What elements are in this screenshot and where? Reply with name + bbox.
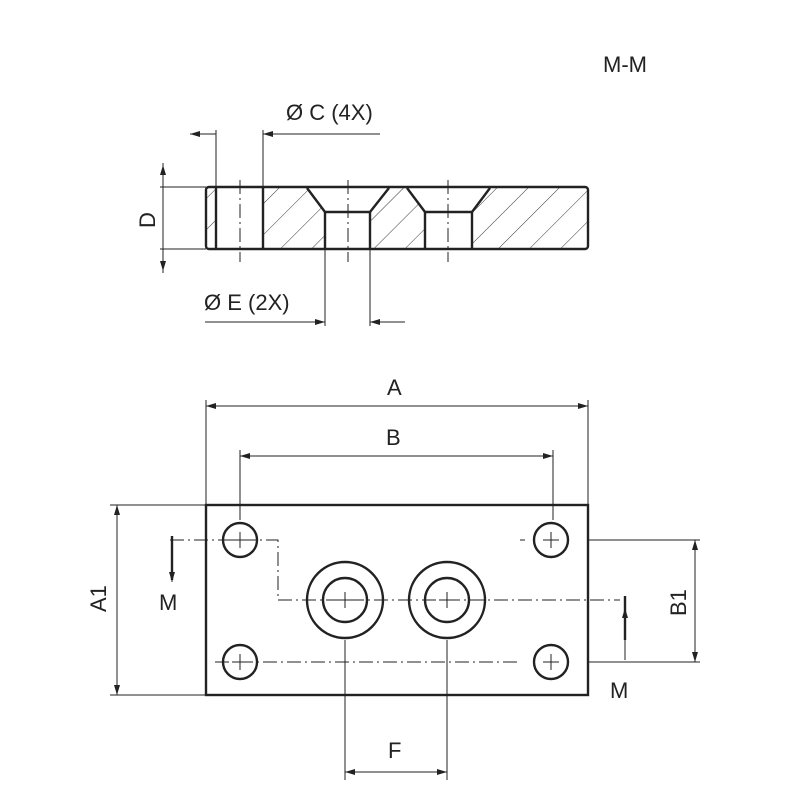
section-marker-right-label: M: [610, 678, 628, 703]
section-label: M-M: [603, 52, 647, 77]
dimension-d: D: [135, 163, 206, 273]
top-view: [170, 503, 620, 780]
dimension-b: B: [239, 425, 554, 520]
section-marker-left: M: [159, 536, 177, 615]
dimension-c-label: Ø C (4X): [286, 100, 373, 125]
dimension-b-label: B: [386, 425, 401, 450]
dimension-a1: A1: [86, 504, 206, 696]
dimension-b1: B1: [588, 539, 700, 663]
dimension-e: Ø E (2X): [204, 249, 405, 326]
dimension-d-label: D: [135, 212, 160, 228]
dimension-b1-label: B1: [666, 589, 691, 616]
dimension-a-label: A: [387, 375, 402, 400]
section-view: [204, 180, 590, 262]
dimension-f-label: F: [388, 738, 401, 763]
dimension-f: F: [345, 738, 447, 775]
section-marker-right: M: [610, 596, 628, 703]
mounting-hole: [532, 521, 570, 559]
dimension-a1-label: A1: [86, 585, 111, 612]
dimension-e-label: Ø E (2X): [204, 290, 290, 315]
section-marker-left-label: M: [159, 590, 177, 615]
dimension-a: A: [205, 375, 589, 505]
mounting-hole: [532, 643, 570, 681]
dimension-c: Ø C (4X): [190, 100, 380, 187]
